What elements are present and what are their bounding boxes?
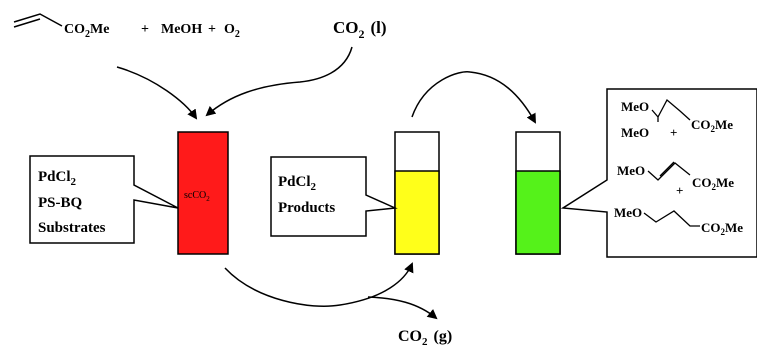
enol-skeleton (647, 161, 691, 181)
callout-left: PdCl2 PS-BQ Substrates (29, 155, 179, 244)
callout-middle-line2: Products (278, 200, 335, 216)
reagents-line: CO2Me + MeOH + O2 (13, 13, 240, 40)
product-enol-ether: MeO + CO2Me (617, 161, 734, 198)
acetal-meo-bottom: MeO (621, 125, 649, 140)
ether-ester: CO2Me (701, 220, 743, 237)
product-acetal: MeO MeO + CO2Me (621, 98, 733, 140)
product-ether-ester: MeO CO2Me (614, 205, 743, 237)
oxygen-label: O2 (224, 22, 240, 40)
ether-skeleton (643, 210, 700, 227)
scco2-label: scCO2 (184, 190, 210, 203)
ester-group: CO2Me (64, 22, 109, 40)
callout-middle-shape (270, 156, 398, 237)
plus-sign: + (141, 22, 149, 37)
products-panel: MeO MeO + CO2Me MeO + CO2Me MeO CO2Me (560, 88, 757, 258)
callout-left-line1: PdCl2 (38, 169, 77, 188)
ether-meo: MeO (614, 205, 642, 220)
co2-gas-label: CO2(g) (398, 328, 452, 346)
transfer-arrow (411, 71, 536, 124)
acrylate-skeleton (13, 13, 63, 28)
reactor-scco2-body (177, 131, 229, 255)
acetal-skeleton (651, 98, 691, 122)
co2-gas-arrow (367, 296, 438, 320)
reactor-scco2: scCO2 (177, 131, 229, 255)
plus-sign: + (676, 183, 683, 198)
reagents-feed-arrow (116, 66, 198, 120)
enol-ester: CO2Me (692, 175, 734, 192)
callout-middle-line1: PdCl2 (278, 174, 317, 193)
vent-arrow (224, 262, 414, 307)
reactor-products-liquid (394, 170, 440, 255)
callout-left-line2: PS-BQ (38, 195, 83, 211)
co2-feed-arrow (205, 46, 353, 117)
enol-meo: MeO (617, 163, 645, 178)
reactor-separated-liquid (515, 170, 561, 255)
reactor-separated (515, 131, 561, 255)
co2-liquid-label: CO2(l) (333, 18, 387, 41)
methanol-label: MeOH (161, 22, 202, 37)
acetal-ester: CO2Me (691, 117, 733, 134)
plus-sign: + (670, 125, 677, 140)
callout-left-line3: Substrates (38, 220, 106, 236)
reactor-products (394, 131, 440, 255)
callout-middle: PdCl2 Products (270, 156, 398, 237)
callout-left-shape (29, 155, 179, 244)
plus-sign: + (208, 22, 216, 37)
acetal-meo-top: MeO (621, 99, 649, 114)
products-panel-shape (560, 88, 757, 258)
